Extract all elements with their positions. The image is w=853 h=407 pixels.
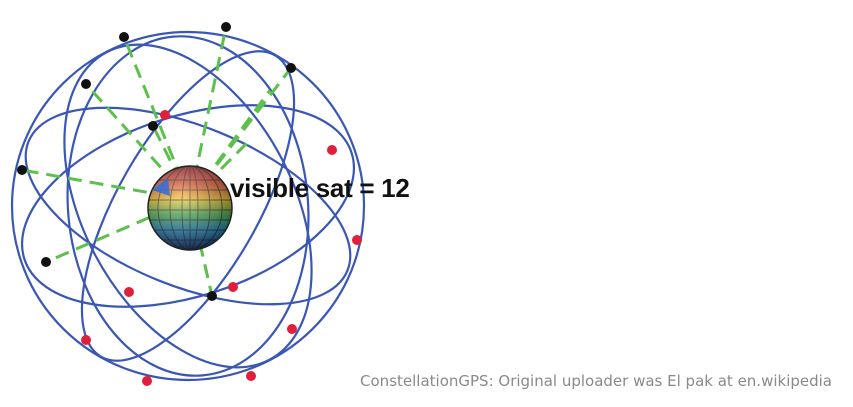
satellite-visible	[207, 291, 217, 301]
orbits	[10, 30, 366, 382]
satellite-hidden	[142, 376, 152, 386]
orbit-5	[80, 50, 296, 362]
image-caption: ConstellationGPS: Original uploader was …	[360, 372, 832, 390]
satellite-hidden	[246, 371, 256, 381]
satellite-visible	[41, 257, 51, 267]
satellite-hidden	[352, 235, 362, 245]
satellite-hidden	[287, 324, 297, 334]
satellite-hidden	[160, 110, 170, 120]
satellite-hidden	[228, 282, 238, 292]
orbit-1	[10, 30, 366, 382]
satellite-visible	[17, 165, 27, 175]
visible-satellite-count-label: visible sat = 12	[230, 173, 410, 203]
satellite-visible	[81, 79, 91, 89]
orbit-6	[66, 35, 310, 377]
satellite-visible	[221, 22, 231, 32]
orbit-4	[63, 43, 313, 369]
satellite-visible	[148, 121, 158, 131]
hidden-satellites	[81, 110, 362, 386]
satellite-hidden	[124, 287, 134, 297]
satellite-visible	[119, 32, 129, 42]
satellite-visible	[286, 63, 296, 73]
visible-satellites	[17, 22, 296, 301]
link-line	[188, 138, 252, 202]
satellite-hidden	[81, 335, 91, 345]
satellite-hidden	[327, 145, 337, 155]
earth-globe	[147, 165, 233, 251]
orbit-3	[24, 106, 352, 306]
